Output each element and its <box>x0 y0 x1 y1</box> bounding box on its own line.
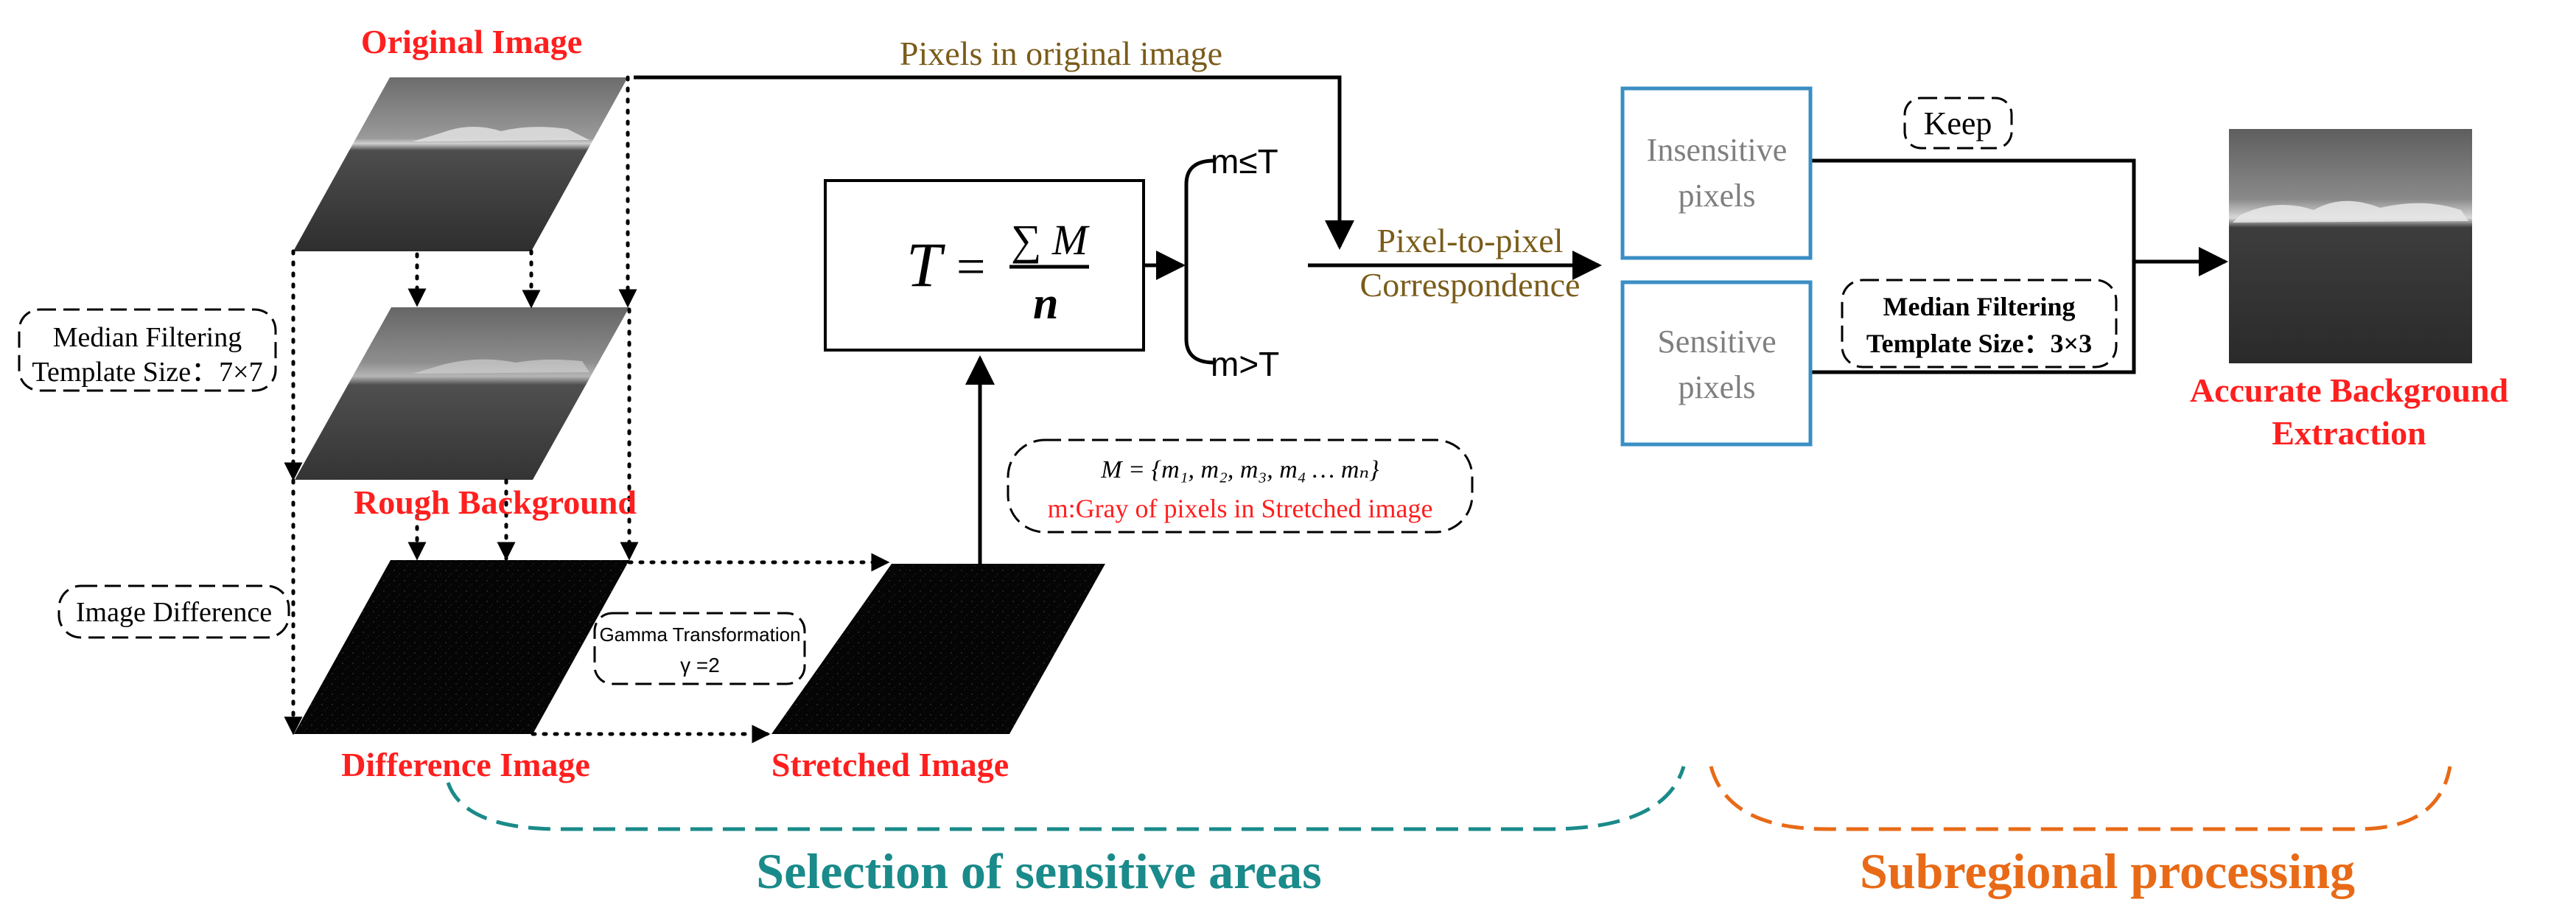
label-accurate-background-1: Accurate Background <box>2190 371 2509 409</box>
section-subregional: Subregional processing <box>1860 843 2355 899</box>
formula-lhs: T <box>906 229 945 300</box>
label-pixels-in-original: Pixels in original image <box>900 35 1222 72</box>
note-m-set: M = {m₁, m₂, m₃, m₄ … mₙ} <box>1100 456 1379 483</box>
condition-bracket <box>1184 158 1215 365</box>
formula-denominator: n <box>1033 279 1058 329</box>
insensitive-pixels-box <box>1620 86 1813 260</box>
note-keep: Keep <box>1924 105 1992 141</box>
difference-image-parallelogram <box>294 560 629 734</box>
label-rough-background: Rough Background <box>354 483 637 521</box>
note-m-description: m:Gray of pixels in Stretched image <box>1048 494 1433 523</box>
note-median-7-line2: Template Size：7×7 <box>32 357 262 388</box>
note-median-3-box <box>1841 279 2118 368</box>
formula-numerator: ∑ M <box>1011 216 1090 264</box>
formula-equals: = <box>956 239 985 296</box>
sensitive-pixels-box <box>1620 280 1813 447</box>
condition-le: m≤T <box>1211 142 1278 181</box>
note-m-set-box <box>1007 438 1474 534</box>
note-gamma-line1: Gamma Transformation <box>599 623 800 646</box>
note-median-3-line2: Template Size：3×3 <box>1866 329 2092 358</box>
note-gamma-box <box>593 612 806 685</box>
note-image-difference-box <box>57 584 290 639</box>
label-accurate-background-2: Extraction <box>2272 414 2426 452</box>
section-selection: Selection of sensitive areas <box>756 843 1321 899</box>
insensitive-label-1: Insensitive <box>1647 132 1788 168</box>
note-median-7-box <box>18 308 277 392</box>
note-keep-box <box>1903 97 2013 150</box>
subregional-brace <box>1709 766 2452 831</box>
original-image-parallelogram <box>293 77 628 251</box>
sensitive-label-1: Sensitive <box>1657 324 1776 360</box>
note-median-7-line1: Median Filtering <box>53 322 242 353</box>
label-difference-image: Difference Image <box>341 746 590 783</box>
label-pixel-to-pixel-2: Correspondence <box>1360 266 1581 304</box>
label-pixel-to-pixel-1: Pixel-to-pixel <box>1377 222 1564 259</box>
sensitive-label-2: pixels <box>1678 369 1755 405</box>
accurate-background-image <box>2229 129 2472 363</box>
label-stretched-image: Stretched Image <box>771 746 1009 783</box>
condition-gt: m>T <box>1211 345 1279 383</box>
note-gamma-line2: γ =2 <box>680 654 720 677</box>
note-image-difference: Image Difference <box>76 597 272 628</box>
dotted-connectors <box>284 75 890 744</box>
rough-background-parallelogram <box>295 307 629 480</box>
insensitive-label-2: pixels <box>1678 178 1755 214</box>
stretched-image-parallelogram <box>771 564 1105 734</box>
note-median-3-line1: Median Filtering <box>1883 292 2076 321</box>
selection-brace <box>446 766 1686 831</box>
label-original-image: Original Image <box>361 23 582 60</box>
formula-box <box>824 179 1145 352</box>
solid-flow-arrows <box>634 75 2228 564</box>
